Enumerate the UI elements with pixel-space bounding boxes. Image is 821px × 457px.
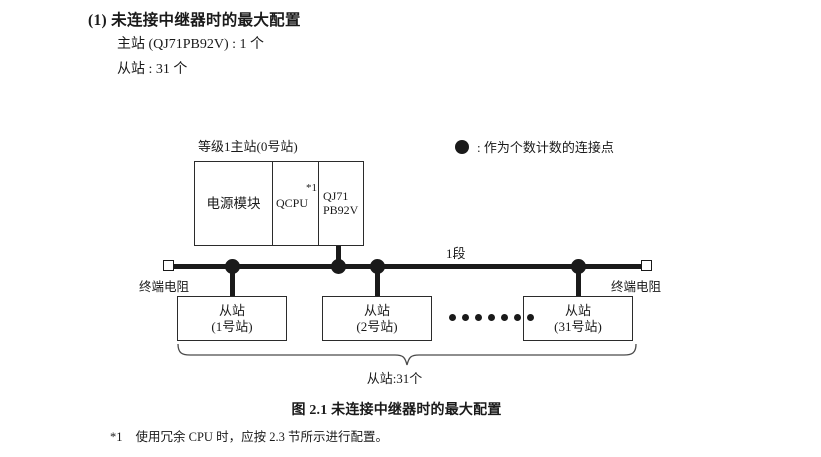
master-module-drop-line	[335, 246, 341, 268]
terminator-left-symbol	[163, 260, 174, 271]
master-module-rack: 电源模块 QCPU *1 QJ71 PB92V	[194, 161, 364, 246]
cpu-label: QCPU	[276, 195, 309, 210]
slave-1-drop-line	[229, 266, 235, 297]
master-station-label: 等级1主站(0号站)	[198, 139, 298, 154]
footnote-mark: *1	[110, 430, 123, 444]
slave-2-station: (2号站)	[356, 318, 398, 334]
figure-caption: 图 2.1 未连接中继器时的最大配置	[291, 403, 502, 418]
slave-station-box-31: 从站 (31号站)	[523, 296, 633, 341]
slave-station-count-text: 从站 : 31 个	[117, 62, 188, 77]
footnote: *1 使用冗余 CPU 时，应按 2.3 节所示进行配置。	[110, 426, 388, 445]
legend-label: : 作为个数计数的连接点	[477, 140, 614, 155]
rack-slot-master-module: QJ71 PB92V	[319, 162, 363, 245]
slave-station-box-2: 从站 (2号站)	[322, 296, 432, 341]
master-module-label: QJ71 PB92V	[323, 188, 359, 218]
rack-slot-power-module: 电源模块	[195, 162, 273, 245]
slave-31-station: (31号站)	[554, 318, 602, 334]
cpu-footnote-mark: *1	[306, 182, 317, 194]
master-module-label-line2: PB92V	[323, 202, 359, 217]
footnote-text: 使用冗余 CPU 时，应按 2.3 节所示进行配置。	[135, 430, 388, 444]
master-station-count-text: 主站 (QJ71PB92V) : 1 个	[117, 37, 265, 52]
slave-station-box-1: 从站 (1号站)	[177, 296, 287, 341]
segment-label: 1段	[446, 246, 466, 261]
rack-slot-cpu: QCPU *1	[273, 162, 319, 245]
trunk-bus-line	[172, 263, 646, 269]
slave-1-station: (1号站)	[211, 318, 253, 334]
terminator-right-label: 终端电阻	[611, 280, 662, 294]
slave-group-count-label: 从站:31个	[366, 371, 423, 386]
slave-group-bracket	[177, 344, 637, 366]
slave-31-drop-line	[575, 266, 581, 297]
section-heading: (1) 未连接中继器时的最大配置	[88, 12, 301, 29]
slave-31-name: 从站	[564, 302, 591, 318]
filled-circle-icon	[455, 139, 469, 154]
slave-1-name: 从站	[218, 302, 245, 318]
power-module-label: 电源模块	[206, 195, 261, 211]
terminator-left-label: 终端电阻	[139, 280, 190, 294]
terminator-right-symbol	[641, 260, 652, 271]
slave-stations-ellipsis	[449, 314, 534, 321]
slave-2-name: 从站	[363, 302, 390, 318]
connection-node-master	[330, 258, 346, 274]
legend: : 作为个数计数的连接点	[455, 137, 614, 156]
slave-2-drop-line	[374, 266, 380, 297]
master-module-label-line1: QJ71	[323, 188, 349, 203]
